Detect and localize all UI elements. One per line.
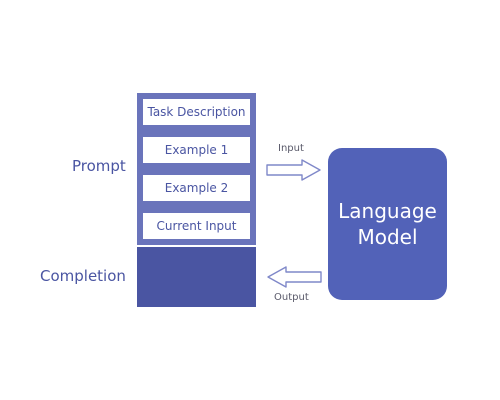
input-arrow-label: Input: [278, 143, 304, 154]
completion-label: Completion: [40, 267, 126, 285]
task-description-box: Task Description: [143, 99, 250, 125]
language-model-box: Language Model: [328, 148, 447, 300]
language-model-line-2: Model: [357, 225, 418, 249]
example-2-box: Example 2: [143, 175, 250, 201]
current-input-box: Current Input: [143, 213, 250, 239]
prompt-label: Prompt: [72, 157, 126, 175]
input-arrow-icon: [266, 159, 321, 181]
language-model-line-1: Language: [338, 199, 437, 223]
output-arrow-icon: [267, 266, 322, 288]
output-arrow-label: Output: [274, 292, 309, 303]
example-1-box: Example 1: [143, 137, 250, 163]
completion-box: [137, 247, 256, 307]
